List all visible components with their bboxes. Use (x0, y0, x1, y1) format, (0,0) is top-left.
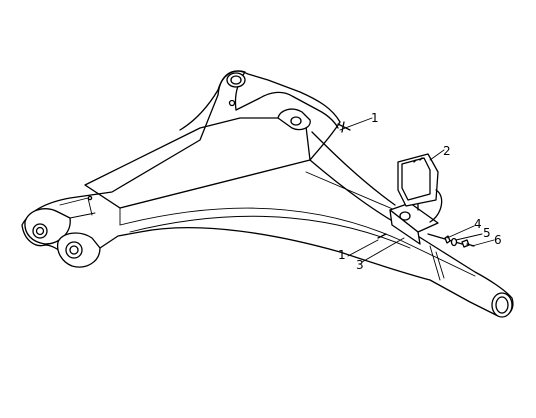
arm-lower-flange-2 (129, 215, 411, 249)
flat-washer (450, 237, 458, 247)
leader-4 (446, 225, 475, 239)
leader-5 (455, 233, 483, 241)
pin-1-top (337, 121, 351, 133)
pivot-bore-lower-inner (69, 245, 79, 255)
bracket-hole (399, 211, 411, 221)
callout-4: 4 (474, 217, 482, 231)
hex-bolt (461, 239, 470, 248)
callout-2: 2 (443, 144, 451, 158)
callout-1-bottom: 1 (338, 248, 346, 262)
leader-2 (429, 149, 445, 161)
small-screw (377, 233, 387, 239)
arm-lower-flange-1 (119, 207, 476, 277)
pivot-bracket-bolt (87, 195, 93, 201)
leader-1-top (339, 117, 373, 131)
work-light-cable (429, 189, 443, 223)
head-bolt (228, 99, 236, 107)
callout-5: 5 (483, 226, 491, 240)
callout-6: 6 (494, 233, 502, 247)
cylinder-mount-hole (290, 116, 302, 126)
pivot-bore-upper-inner (35, 226, 45, 236)
arm-end-tube (491, 292, 513, 318)
leader-6 (471, 239, 495, 247)
leader-3 (361, 237, 405, 263)
callouts: 1 2 1 3 4 5 6 (337, 111, 502, 272)
wire-harness (311, 131, 396, 206)
work-light-lens (401, 157, 431, 201)
cylinder-mount (277, 108, 311, 131)
pivot-bore-lower (65, 241, 83, 259)
pivot-bore-upper (32, 223, 48, 239)
work-light-cooling-fins (413, 157, 423, 163)
lock-washer (444, 235, 451, 244)
work-light-housing (397, 153, 439, 207)
mounting-bracket-flange (389, 209, 421, 245)
arm-lower-shade (429, 245, 445, 281)
callout-3: 3 (356, 258, 364, 272)
boom-head-bracket (179, 70, 246, 131)
boom-head-plate (235, 91, 339, 129)
head-pin-bore (226, 72, 246, 88)
arm-top-stripe (119, 159, 311, 209)
arm-end-tube-inner (495, 296, 509, 314)
callout-1-top: 1 (371, 111, 379, 125)
leader-1-bottom (347, 239, 379, 257)
work-light-assembly (305, 153, 475, 248)
excavator-arm (21, 70, 514, 318)
light-reference-line (305, 171, 396, 211)
head-pin-bore-inner (230, 75, 242, 85)
